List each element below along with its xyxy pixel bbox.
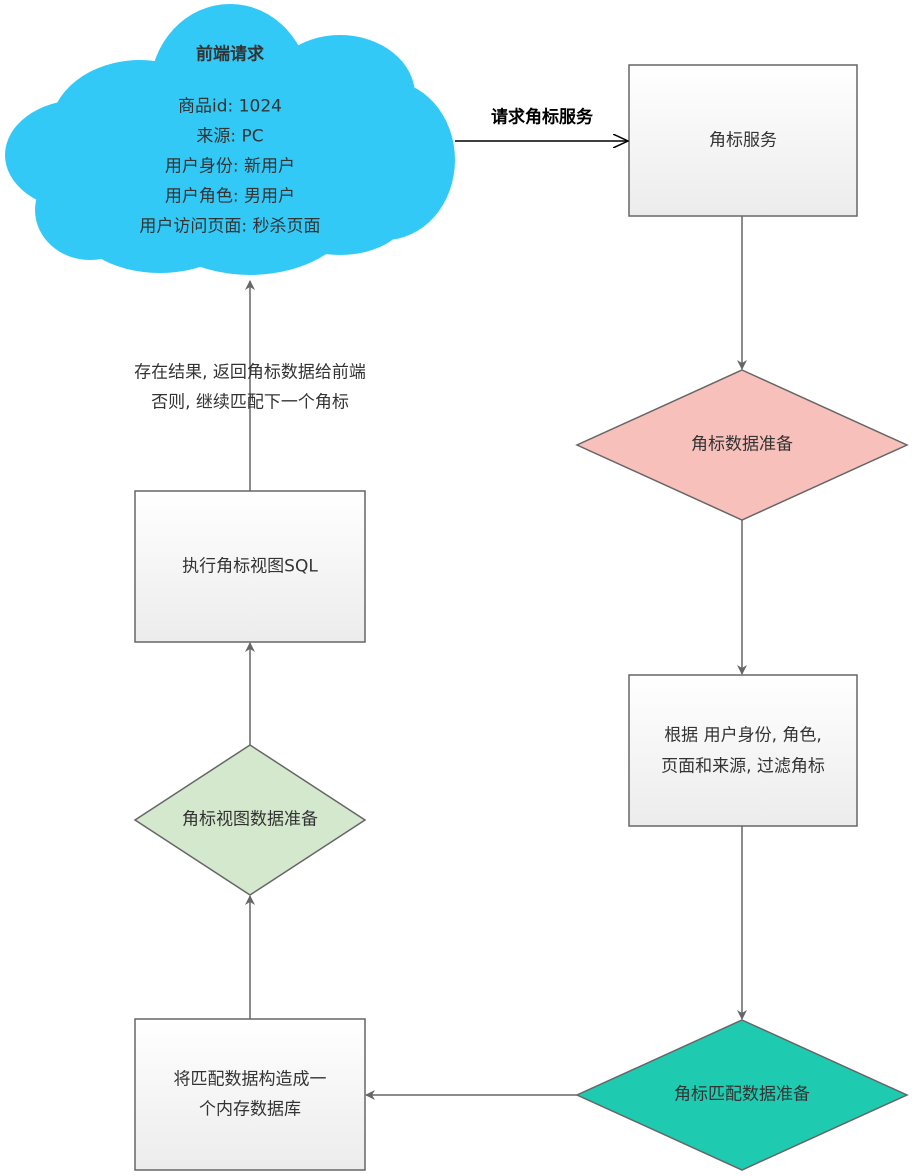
- return-edge-label: 否则, 继续匹配下一个角标: [151, 392, 349, 413]
- cloud-line: 用户角色: 男用户: [164, 186, 296, 207]
- build-db-label: 个内存数据库: [199, 1099, 301, 1120]
- request-edge-label: 请求角标服务: [491, 107, 593, 128]
- badge-service-label: 角标服务: [709, 130, 777, 151]
- view-data-prep-label: 角标视图数据准备: [182, 809, 318, 830]
- match-data-prep-diamond: [575, 1019, 909, 1171]
- filter-label: 页面和来源, 过滤角标: [661, 756, 825, 777]
- cloud-shape: [5, 4, 455, 275]
- cloud-title: 前端请求: [196, 44, 264, 65]
- filter-label: 根据 用户身份, 角色,: [664, 725, 822, 746]
- exec-sql-box: [134, 490, 366, 643]
- cloud-line: 用户身份: 新用户: [164, 156, 296, 177]
- match-data-prep-label: 角标匹配数据准备: [674, 1084, 810, 1105]
- cloud-line: 来源: PC: [196, 126, 264, 147]
- badge-service-box: [628, 64, 858, 217]
- return-edge-label: 存在结果, 返回角标数据给前端: [134, 362, 366, 383]
- cloud-line: 商品id: 1024: [178, 96, 282, 117]
- cloud-line: 用户访问页面: 秒杀页面: [139, 216, 321, 237]
- filter-box: [628, 674, 858, 827]
- badge-data-prep-label: 角标数据准备: [691, 434, 793, 455]
- exec-sql-label: 执行角标视图SQL: [182, 556, 318, 577]
- build-db-box: [134, 1018, 366, 1171]
- build-db-label: 将匹配数据构造成一: [173, 1069, 327, 1090]
